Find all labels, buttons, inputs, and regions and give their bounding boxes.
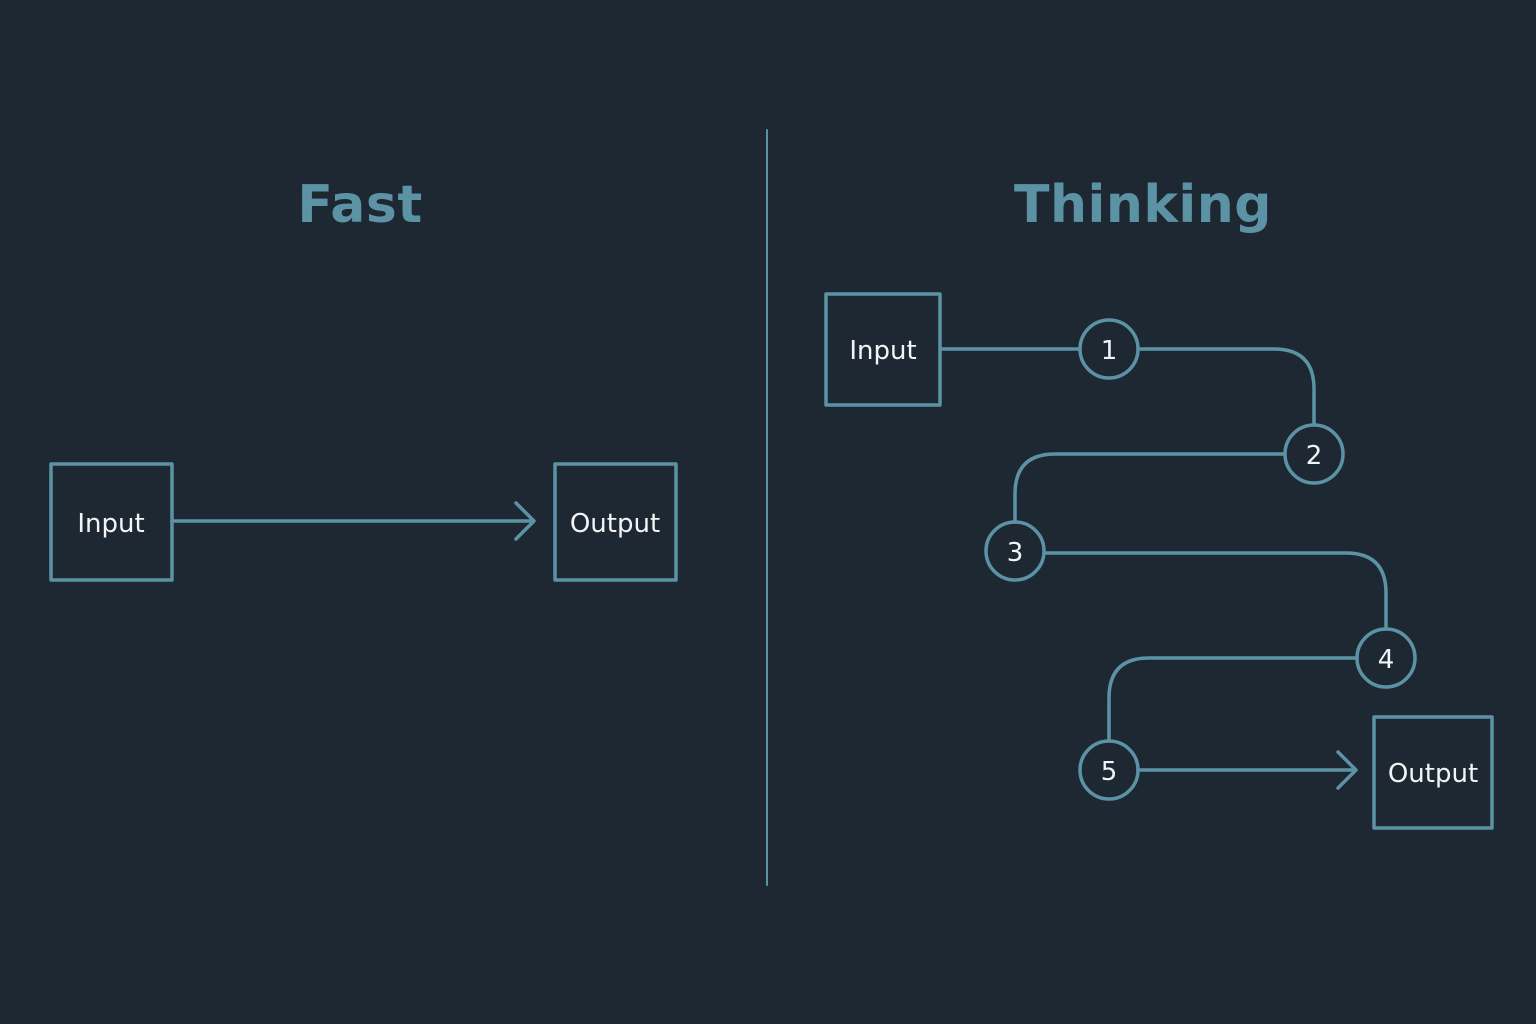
thinking-arrowhead-icon — [1336, 750, 1358, 790]
step-4-node — [1355, 627, 1417, 689]
fast-output-box — [553, 462, 678, 582]
step-3-label: 3 — [1007, 538, 1024, 568]
fast-input-label: Input — [77, 509, 144, 539]
fast-title: Fast — [297, 175, 423, 235]
connector-step-4-to-step-5 — [1107, 656, 1359, 743]
connector-step-3-to-step-4 — [1042, 551, 1388, 631]
step-1-node — [1078, 318, 1140, 380]
step-2-label: 2 — [1306, 441, 1323, 471]
step-3-node — [984, 520, 1046, 582]
step-4-label: 4 — [1378, 645, 1395, 675]
step-1-label: 1 — [1101, 336, 1118, 366]
connector-step-2-to-step-3 — [1013, 452, 1287, 524]
step-2-node — [1283, 423, 1345, 485]
thinking-output-box — [1372, 715, 1494, 830]
step-5-node — [1078, 739, 1140, 801]
thinking-output-label: Output — [1388, 759, 1478, 789]
step-5-label: 5 — [1101, 757, 1118, 787]
connector-step-1-to-step-2 — [1136, 347, 1316, 427]
thinking-input-label: Input — [849, 336, 916, 366]
thinking-title: Thinking — [1014, 175, 1272, 235]
fast-output-label: Output — [570, 509, 660, 539]
fast-arrowhead-icon — [514, 501, 536, 541]
